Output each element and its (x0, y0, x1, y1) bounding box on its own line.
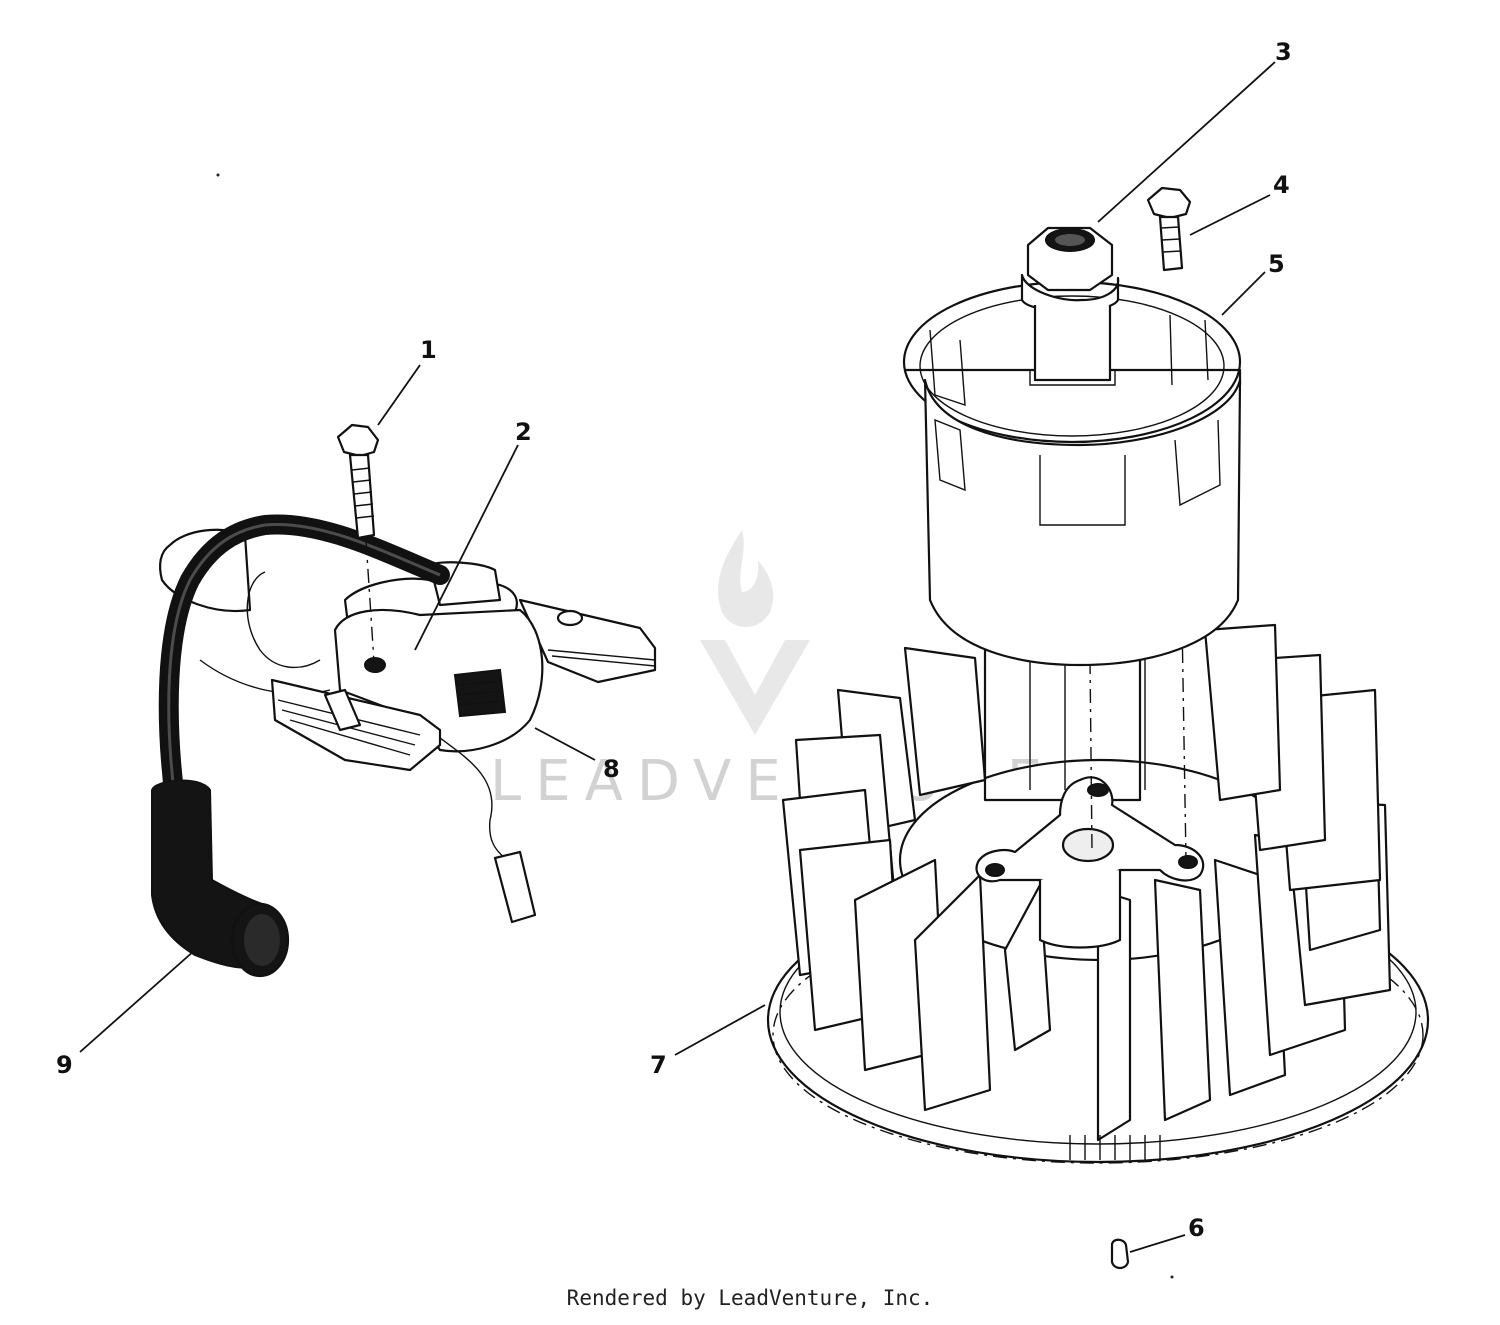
callout-9: 9 (56, 1051, 73, 1079)
callout-8: 8 (603, 755, 620, 783)
credit-text: Rendered by LeadVenture, Inc. (566, 1286, 934, 1310)
callout-3: 3 (1275, 38, 1292, 66)
flywheel (766, 619, 1430, 1164)
bolt-4-icon (1146, 186, 1192, 272)
leader-lines (79, 61, 1276, 1253)
callout-5: 5 (1268, 250, 1285, 278)
spark-plug-boot (151, 779, 290, 978)
bolt-1-icon (336, 423, 380, 663)
flywheel-magnets (1069, 1135, 1161, 1160)
callout-1: 1 (420, 336, 437, 364)
callout-2: 2 (515, 418, 532, 446)
callout-6: 6 (1188, 1214, 1205, 1242)
watermark-logo-icon (700, 530, 810, 735)
callout-4: 4 (1273, 171, 1290, 199)
flywheel-key-icon (1110, 1238, 1130, 1270)
cooling-fins (781, 623, 1392, 1142)
ignition-module-assembly (158, 514, 657, 924)
flywheel-nut-icon (1020, 226, 1120, 382)
callout-7: 7 (650, 1051, 667, 1079)
